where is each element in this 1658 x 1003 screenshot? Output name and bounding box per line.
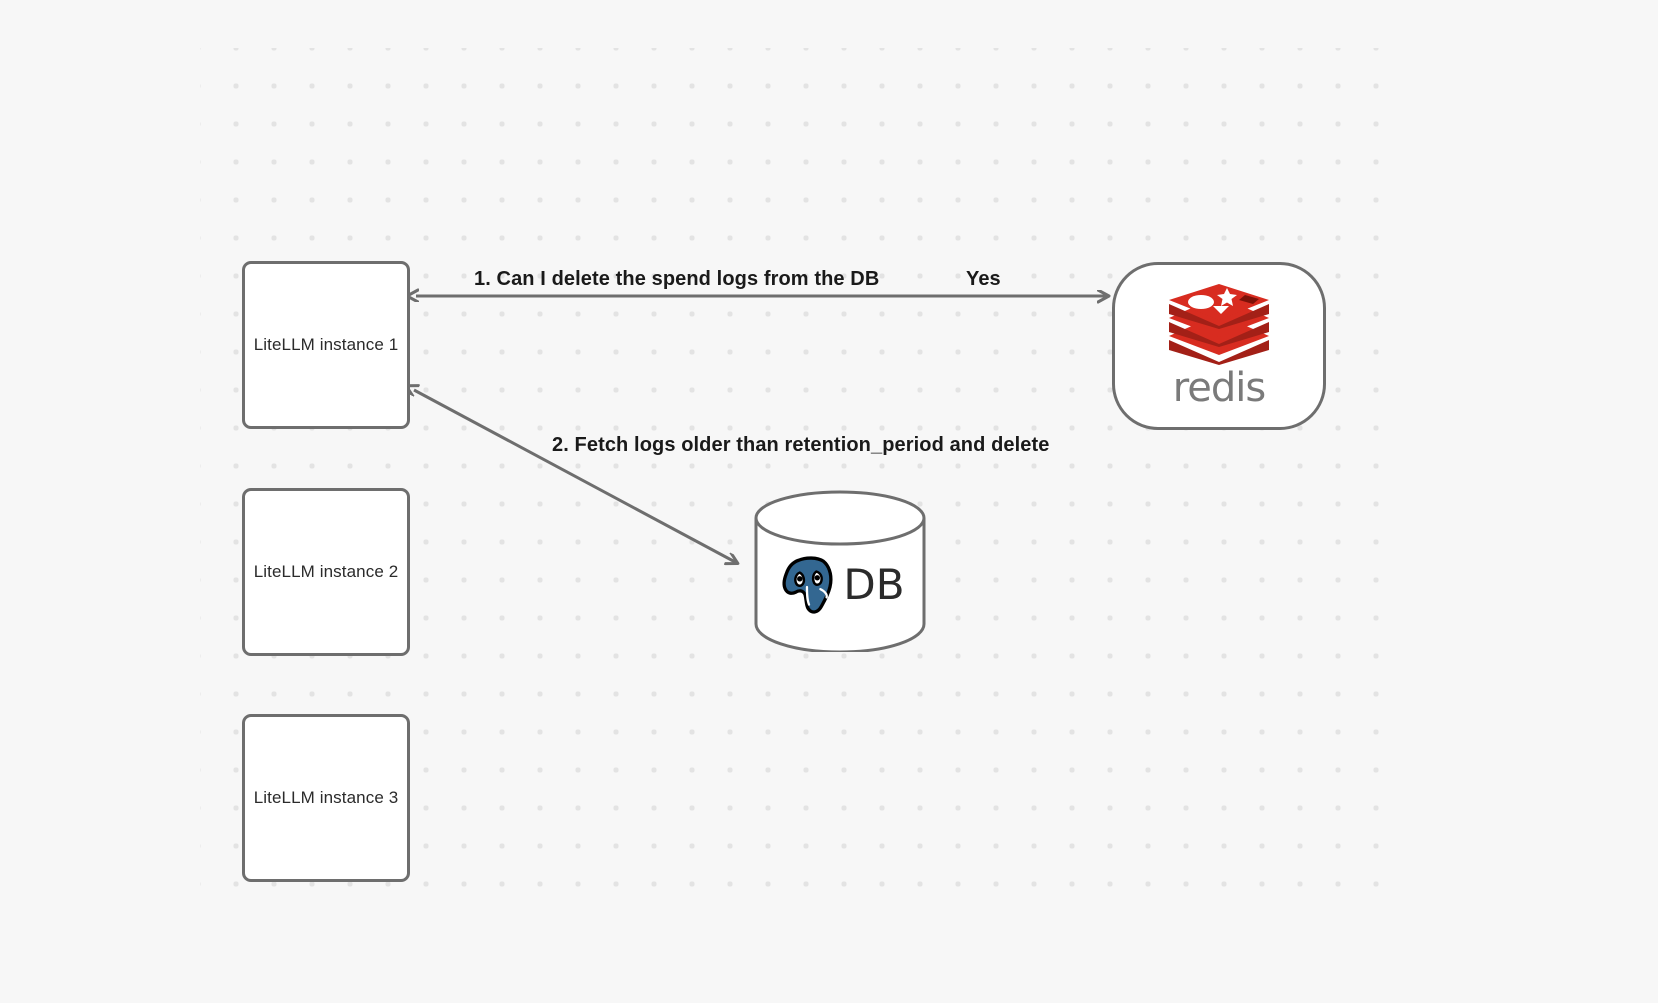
node-label: LiteLLM instance 1 [253, 335, 399, 354]
node-litellm-instance-3[interactable]: LiteLLM instance 3 [242, 714, 410, 882]
edge-label-step-1-answer: Yes [966, 268, 1001, 290]
node-label: LiteLLM instance 3 [253, 788, 399, 807]
node-redis[interactable]: redis [1112, 262, 1326, 430]
edge-label-step-2: 2. Fetch logs older than retention_perio… [552, 434, 1050, 456]
redis-stack-icon [1169, 284, 1269, 365]
node-litellm-instance-1[interactable]: LiteLLM instance 1 [242, 261, 410, 429]
node-database[interactable]: DB [753, 490, 927, 652]
redis-logo-group: redis [1161, 284, 1277, 408]
redis-wordmark: redis [1172, 365, 1267, 411]
cylinder-shape [754, 490, 926, 652]
postgresql-elephant-icon [782, 556, 833, 614]
edge-instance1-db [414, 390, 737, 563]
node-label: LiteLLM instance 2 [253, 562, 399, 581]
db-logo-group: DB [753, 490, 927, 652]
db-label: DB [843, 560, 905, 609]
edge-label-step-1: 1. Can I delete the spend logs from the … [474, 268, 880, 290]
node-litellm-instance-2[interactable]: LiteLLM instance 2 [242, 488, 410, 656]
